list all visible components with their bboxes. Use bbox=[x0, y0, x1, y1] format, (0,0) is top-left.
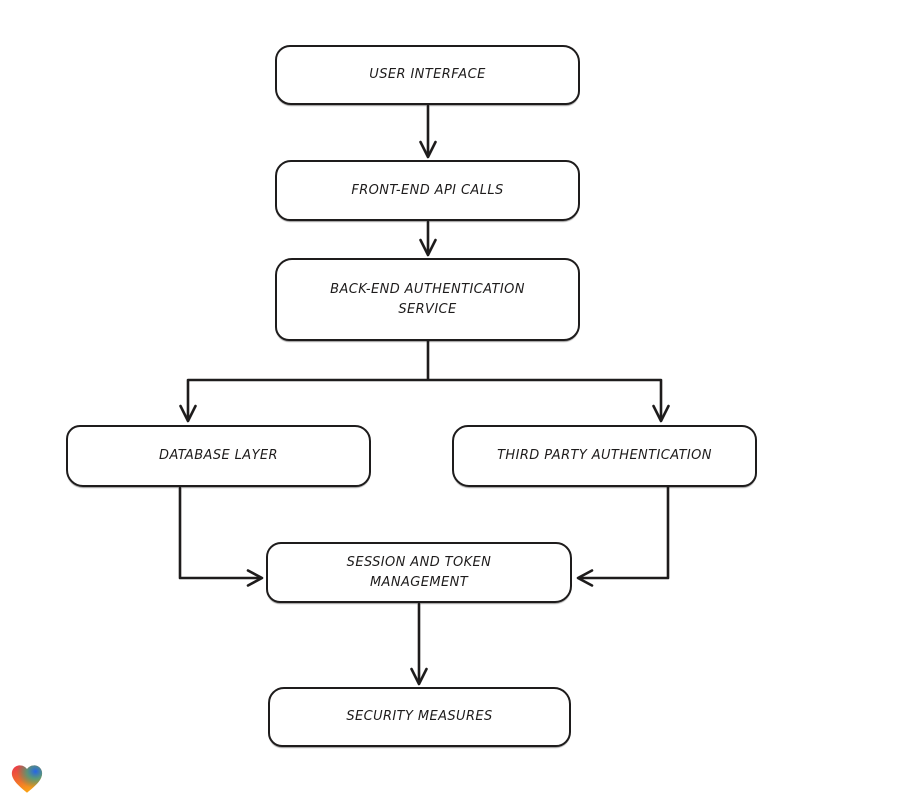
node-label: THIRD PARTY AUTHENTICATION bbox=[497, 448, 712, 464]
arrowhead-down-icon bbox=[419, 238, 437, 257]
gradient-heart-logo[interactable] bbox=[8, 759, 46, 797]
node-database-layer: DATABASE LAYER bbox=[66, 425, 371, 487]
node-label: BACK-END AUTHENTICATION SERVICE bbox=[330, 282, 525, 317]
node-label: FRONT-END API CALLS bbox=[351, 182, 504, 198]
node-front-end-api-calls: FRONT-END API CALLS bbox=[275, 160, 580, 221]
arrowhead-right-icon bbox=[246, 569, 264, 587]
arrowhead-down-icon bbox=[652, 404, 670, 423]
node-label: SESSION AND TOKEN MANAGEMENT bbox=[346, 555, 492, 590]
edge-backend-split bbox=[186, 339, 663, 422]
edge-database-to-session bbox=[178, 486, 263, 580]
edge-thirdparty-to-session bbox=[577, 485, 670, 580]
node-label: USER INTERFACE bbox=[369, 67, 486, 83]
arrowhead-left-icon bbox=[576, 569, 594, 587]
arrowhead-down-icon bbox=[419, 140, 437, 159]
node-session-and-token-management: SESSION AND TOKEN MANAGEMENT bbox=[266, 542, 572, 603]
node-security-measures: SECURITY MEASURES bbox=[268, 687, 571, 747]
arrowhead-down-icon bbox=[410, 667, 428, 686]
node-third-party-authentication: THIRD PARTY AUTHENTICATION bbox=[452, 425, 757, 487]
node-label: SECURITY MEASURES bbox=[346, 709, 493, 725]
arrowhead-down-icon bbox=[179, 404, 197, 423]
heart-icon bbox=[11, 765, 43, 793]
node-label: DATABASE LAYER bbox=[159, 448, 278, 464]
node-user-interface: USER INTERFACE bbox=[275, 45, 580, 105]
node-back-end-authentication-service: BACK-END AUTHENTICATION SERVICE bbox=[275, 258, 580, 341]
